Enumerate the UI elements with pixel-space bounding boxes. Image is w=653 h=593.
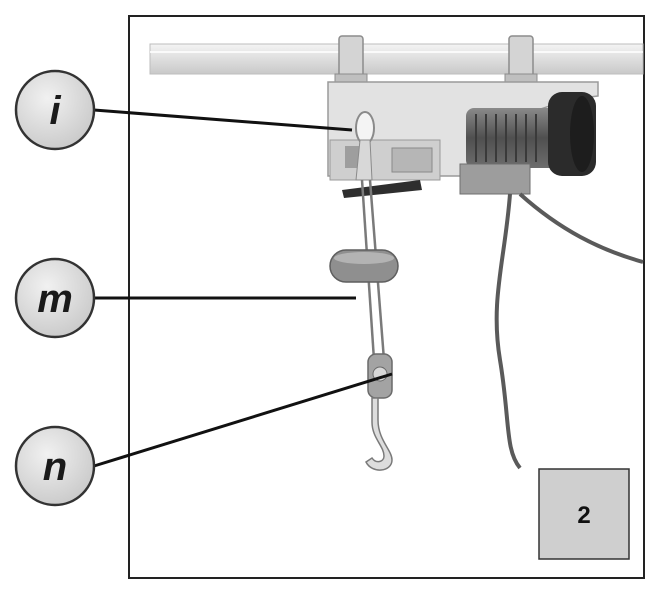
leader-line-n — [93, 372, 393, 468]
callout-m: m — [14, 257, 96, 339]
power-cable — [494, 193, 522, 470]
rope-stop-weight — [329, 249, 399, 283]
control-cable — [518, 192, 644, 264]
figure-number-box: 2 — [538, 468, 630, 560]
callout-n: n — [14, 425, 96, 507]
load-hook — [365, 397, 393, 471]
figure-number: 2 — [577, 502, 590, 529]
leader-line-i — [93, 108, 353, 132]
terminal-box — [459, 163, 531, 195]
rail — [149, 43, 644, 75]
hoist-body — [327, 81, 599, 181]
mounting-bracket-right — [504, 35, 538, 85]
callout-i-label: i — [49, 89, 61, 133]
mounting-bracket-left — [334, 35, 368, 85]
motor — [466, 92, 596, 176]
callout-n-label: n — [43, 445, 67, 489]
callout-i: i — [14, 69, 96, 151]
hanger-point — [355, 111, 375, 181]
callout-m-label: m — [37, 277, 73, 321]
